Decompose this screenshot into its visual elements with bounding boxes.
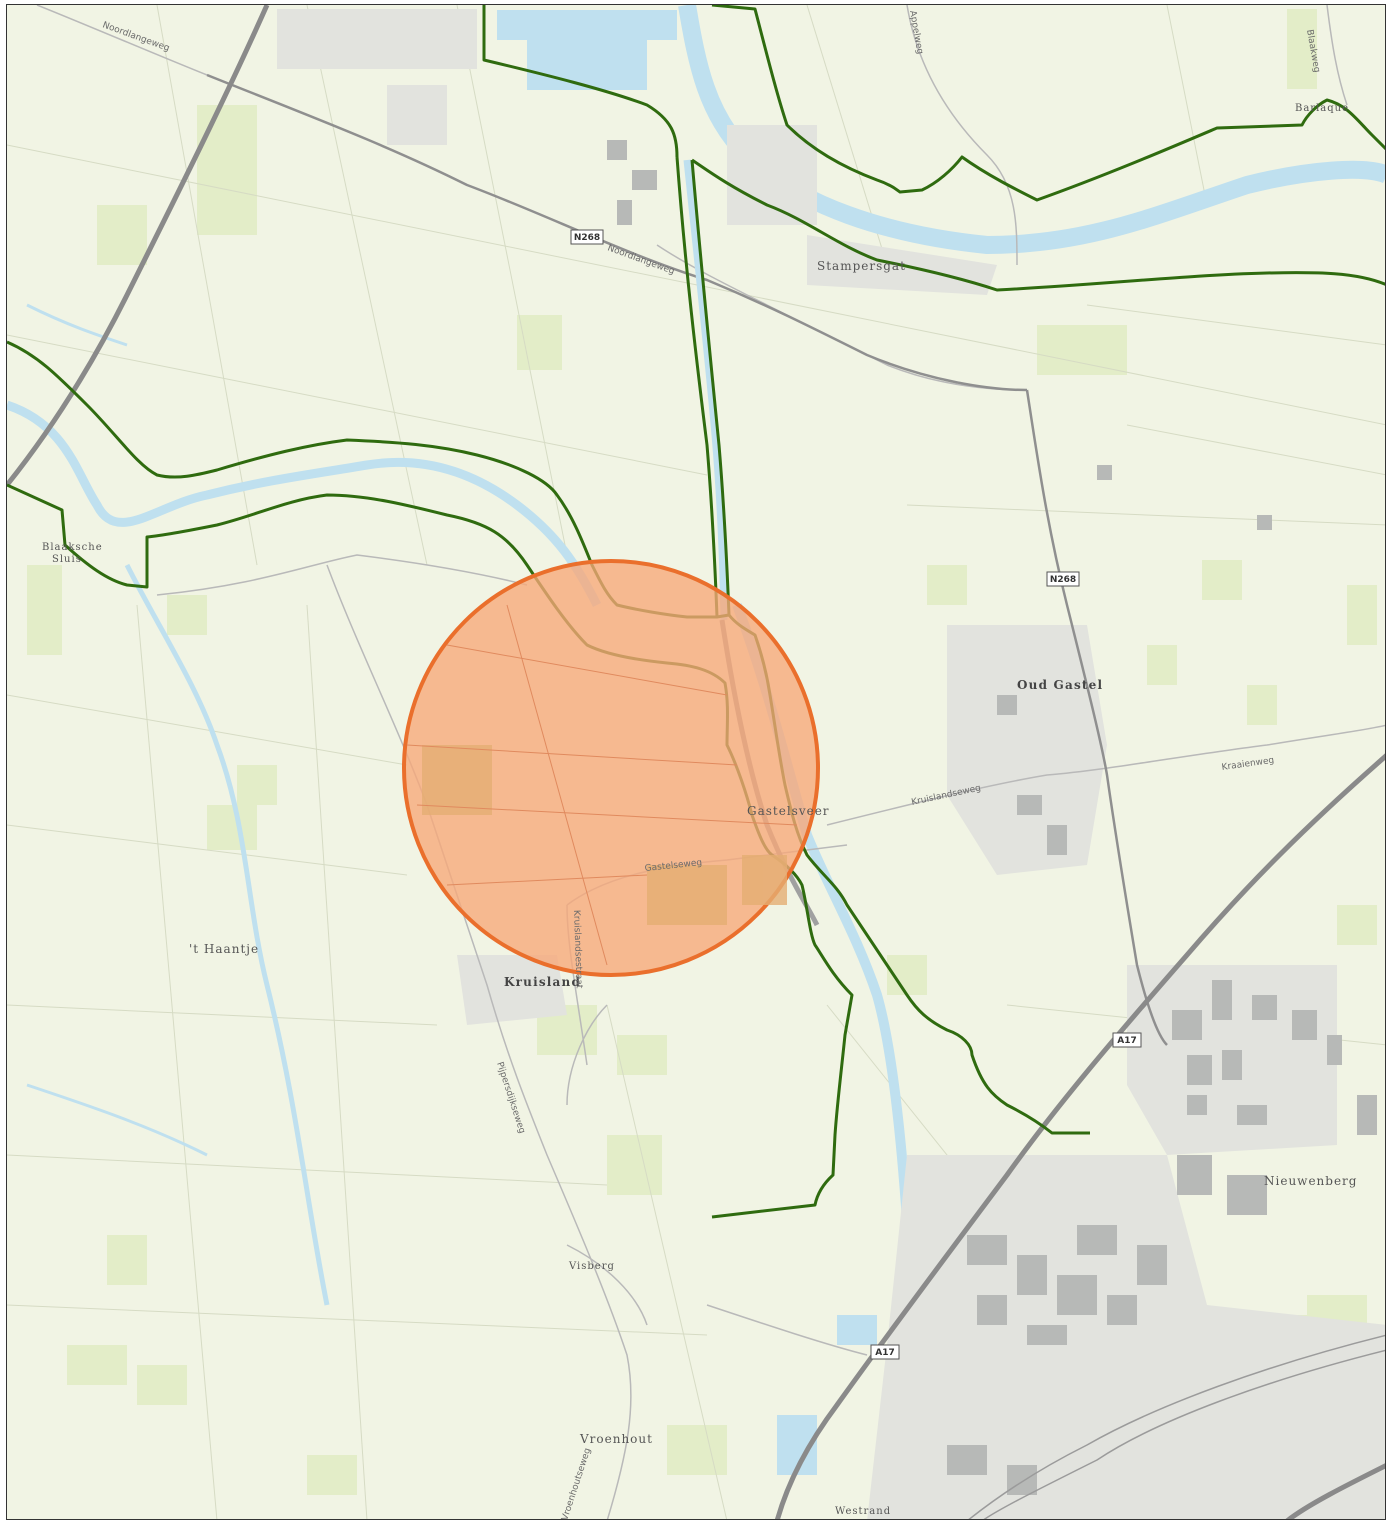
parcel-lines xyxy=(7,5,1385,1519)
label-oud-gastel: Oud Gastel xyxy=(1017,678,1103,692)
label-gastelsveer: Gastelsveer xyxy=(747,804,830,818)
label-kruisland: Kruisland xyxy=(504,975,581,989)
label-nieuwenberg: Nieuwenberg xyxy=(1264,1174,1357,1188)
label-vroenhout: Vroenhout xyxy=(579,1432,653,1446)
industrial-buildings xyxy=(607,140,1377,1495)
circle-parcel-lines xyxy=(406,604,798,966)
map-canvas[interactable]: N268 N268 A17 A17 Oud Gastel Kruisland S… xyxy=(7,5,1386,1520)
circle-fields xyxy=(422,745,787,925)
label-sluis: Sluis xyxy=(52,554,82,565)
shield-n268-north: N268 xyxy=(570,229,604,245)
railway xyxy=(968,1334,1385,1519)
corridor-line-left xyxy=(675,156,719,618)
svg-text:N268: N268 xyxy=(574,233,600,243)
shield-n268-east: N268 xyxy=(1046,571,1080,587)
motorways xyxy=(7,5,1385,1519)
svg-text:A17: A17 xyxy=(1117,1036,1137,1046)
shield-a17-south: A17 xyxy=(870,1344,900,1360)
label-blaaksche: Blaaksche xyxy=(42,542,103,553)
label-westrand: Westrand xyxy=(835,1506,891,1517)
corridor-road xyxy=(683,159,728,621)
major-roads xyxy=(206,73,1168,1046)
label-barlaque: Barlaque xyxy=(1295,103,1349,114)
label-stampersgat: Stampersgat xyxy=(817,259,906,273)
label-kruislandsestraat: Kruislandsestraat xyxy=(571,910,584,989)
svg-text:N268: N268 xyxy=(1050,575,1076,585)
map-frame[interactable]: N268 N268 A17 A17 Oud Gastel Kruisland S… xyxy=(6,4,1386,1520)
svg-text:A17: A17 xyxy=(875,1348,895,1358)
boundary-northeast-upper xyxy=(711,5,1385,202)
agricultural-fields xyxy=(27,9,1377,1495)
label-visberg: Visberg xyxy=(568,1261,615,1272)
label-t-haantje: 't Haantje xyxy=(189,942,259,956)
boundary-north-left xyxy=(482,5,679,158)
corridor-line-right xyxy=(690,159,731,616)
shield-a17-north: A17 xyxy=(1112,1032,1142,1048)
boundary-northeast-lower xyxy=(691,158,1385,292)
